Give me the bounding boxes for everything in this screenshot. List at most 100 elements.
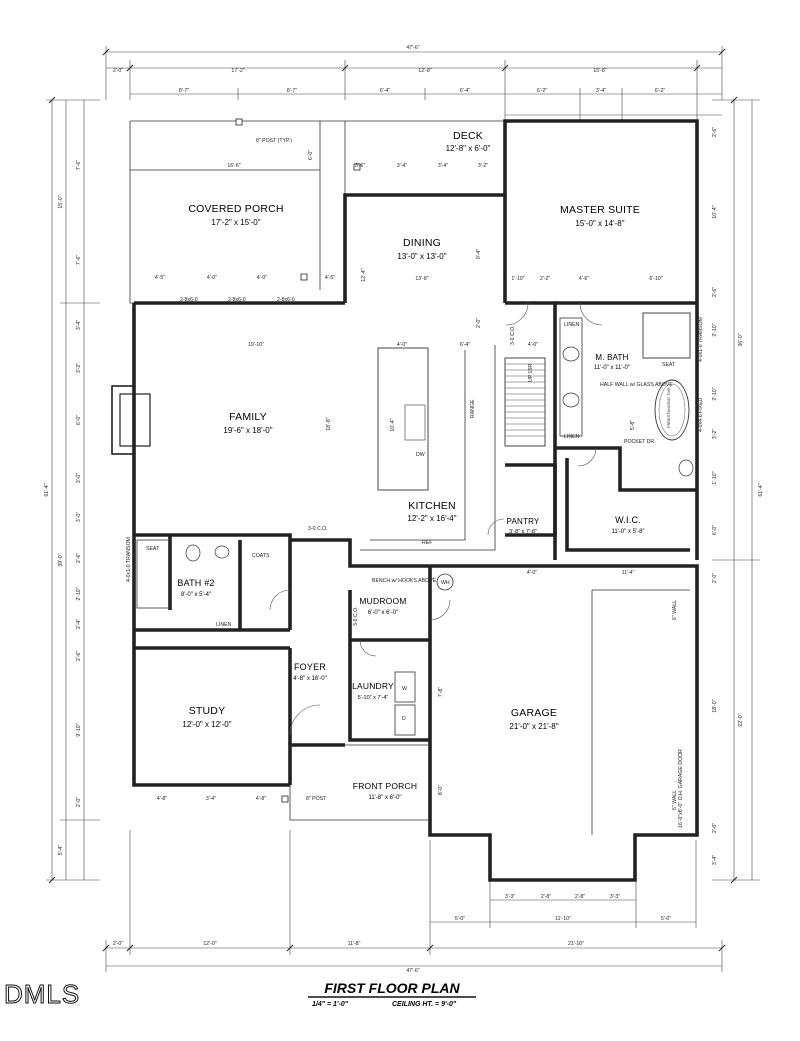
master-suite-size: 15'-0" x 14'-8" <box>575 219 624 228</box>
dim-master-5: 2'-0" <box>476 318 482 328</box>
dim-right-inner-12: 3'-4" <box>712 855 718 865</box>
dim-deck-1: 3'-6" <box>355 163 365 169</box>
dim-study-3: 4'-8" <box>256 796 266 802</box>
foyer-size: 4'-8" x 16'-0" <box>293 676 327 682</box>
deck-size: 12'-8" x 6'-0" <box>446 144 491 153</box>
linen-note-a: LINEN <box>216 622 232 628</box>
dim-left-inner-4: 3'-2" <box>76 363 82 373</box>
bath2-size: 8'-0" x 5'-4" <box>181 592 211 598</box>
dim-right-inner-2: 10'-4" <box>712 205 718 218</box>
dim-bot2-1: 5'-0" <box>455 916 465 922</box>
wall-note-a: 6" WALL <box>672 600 678 620</box>
pantry-size: 3'-8" x 7'-8" <box>509 529 537 535</box>
dim-left-inner-7: 3'-0" <box>76 512 82 522</box>
dim-top2-3: 6'-4" <box>380 88 390 94</box>
dim-porch-4: 4'-0" <box>207 275 217 281</box>
covered-porch-name: COVERED PORCH <box>188 203 283 215</box>
dim-study-1: 4'-8" <box>157 796 167 802</box>
transom-note-a: 4-0x1-0 TRANSOM <box>126 537 132 582</box>
dim-top2-2: 8'-7" <box>287 88 297 94</box>
dim-family-1: 19'-10" <box>248 342 264 348</box>
dim-dining-1: 13'-8" <box>415 276 428 282</box>
wic-name: W.I.C. <box>615 515 641 525</box>
laundry-name: LAUNDRY <box>352 681 394 691</box>
linen-note-b: LINEN <box>564 322 580 328</box>
dim-left-2: 39'-0" <box>58 553 64 566</box>
post-note-top: 8" POST (TYP.) <box>256 138 292 144</box>
ref-note: REF <box>422 540 432 546</box>
dryer-note: D <box>402 716 406 722</box>
dim-dining-2: 9'-4" <box>476 249 482 259</box>
fixed-window-note: 4-0x4-6 FIXED <box>698 397 704 432</box>
seat-note-a: SEAT <box>146 546 160 552</box>
dim-right-inner-4: 2'-10" <box>712 323 718 336</box>
mudroom-co-note: 3-0 C.O. <box>353 606 359 626</box>
front-porch-size: 11'-8" x 6'-0" <box>368 795 401 801</box>
dim-porch-2: 6'-0" <box>308 150 314 160</box>
m-bath-name: M. BATH <box>595 353 628 362</box>
dim-overall-top: 47'-6" <box>406 45 419 51</box>
dim-left-inner-5: 6'-0" <box>76 415 82 425</box>
wic-size: 11'-0" x 5'-8" <box>611 529 644 535</box>
dim-right-inner-6: 3'-2" <box>712 429 718 439</box>
plan-ceiling: CEILING HT. = 9'-0" <box>392 1001 457 1008</box>
dim-left-inner-10: 2'-4" <box>76 619 82 629</box>
dim-garage-4: 7'-8" <box>438 687 444 697</box>
washer-note: W <box>402 686 407 692</box>
study-name: STUDY <box>189 705 226 717</box>
dim-overall-bottom: 47'-6" <box>406 968 419 974</box>
dim-master-2: 2'-2" <box>540 276 550 282</box>
laundry-size: 5'-10" x 7'-4" <box>358 695 389 701</box>
wh-note: WH <box>441 580 450 586</box>
porch-door-b: 2-8x6-0 <box>228 297 246 303</box>
dim-bot3-4: 3'-3" <box>610 894 620 900</box>
dmls-logo: DMLS <box>4 979 80 1009</box>
dw-note: DW <box>416 452 425 458</box>
dim-bot3-2: 2'-8" <box>541 894 551 900</box>
dim-right-2: 22'-0" <box>738 713 744 726</box>
study-size: 12'-0" x 12'-0" <box>182 720 231 729</box>
plan-title: FIRST FLOOR PLAN <box>324 980 460 996</box>
dim-top2-1: 8'-7" <box>179 88 189 94</box>
dim-right-inner-5: 2'-10" <box>712 387 718 400</box>
covered-porch-size: 17'-2" x 15'-0" <box>211 218 260 227</box>
dim-bot3-1: 3'-3" <box>505 894 515 900</box>
dim-porch-1: 16'-6" <box>227 163 240 169</box>
half-wall-note: HALF WALL w/ GLASS ABOVE <box>600 382 673 388</box>
linen-note-c: LINEN <box>564 434 580 440</box>
dim-garage-2: 11'-4" <box>622 570 635 576</box>
pantry-name: PANTRY <box>507 517 540 526</box>
dim-master-6: 4'-0" <box>528 342 538 348</box>
dim-garage-5: 5'-8" <box>630 420 636 430</box>
dining-size: 13'-0" x 13'-0" <box>397 252 446 261</box>
garage-door-note: 16'-0"x8'-0" O.H. GARAGE DOOR <box>678 749 684 828</box>
dim-left-inner-2: 7'-6" <box>76 255 82 265</box>
dim-deck-4: 3'-2" <box>478 163 488 169</box>
m-bath-size: 11'-0" x 11'-0" <box>594 365 630 371</box>
dim-bot-2: 12'-0" <box>203 941 216 947</box>
foyer-name: FOYER <box>294 662 326 672</box>
dim-right-inner-1: 2'-6" <box>712 127 718 137</box>
dimension-lines <box>46 46 760 972</box>
mudroom-size: 6'-0" x 6'-0" <box>368 610 398 616</box>
bath2-name: BATH #2 <box>177 578 214 588</box>
dim-right-total: 61'-4" <box>758 483 764 496</box>
seat-note-b: SEAT <box>662 362 676 368</box>
dim-left-inner-9: 2'-10" <box>76 587 82 600</box>
dim-right-inner-11: 2'-0" <box>712 823 718 833</box>
exterior-walls <box>111 118 699 882</box>
bench-note: BENCH w/ HOOKS ABOVE <box>372 578 437 584</box>
dim-left-inner-1: 7'-6" <box>76 160 82 170</box>
deck-name: DECK <box>453 130 483 142</box>
dim-right-inner-8: 6'-0" <box>712 525 718 535</box>
family-size: 19'-6" x 18'-0" <box>223 426 272 435</box>
dim-left-3: 5'-4" <box>58 845 64 855</box>
dim-top2-7: 6'-2" <box>655 88 665 94</box>
dim-family-3: 4'-0" <box>397 342 407 348</box>
wall-note-b: 6" WALL <box>672 790 678 810</box>
dim-left-inner-12: 9'-10" <box>76 723 82 736</box>
dim-right-1: 36'-0" <box>738 333 744 346</box>
stair-up-note: UP 15R <box>528 364 534 382</box>
plan-scale: 1/4" = 1'-0" <box>312 1001 349 1008</box>
kitchen-size: 12'-2" x 16'-4" <box>407 514 456 523</box>
